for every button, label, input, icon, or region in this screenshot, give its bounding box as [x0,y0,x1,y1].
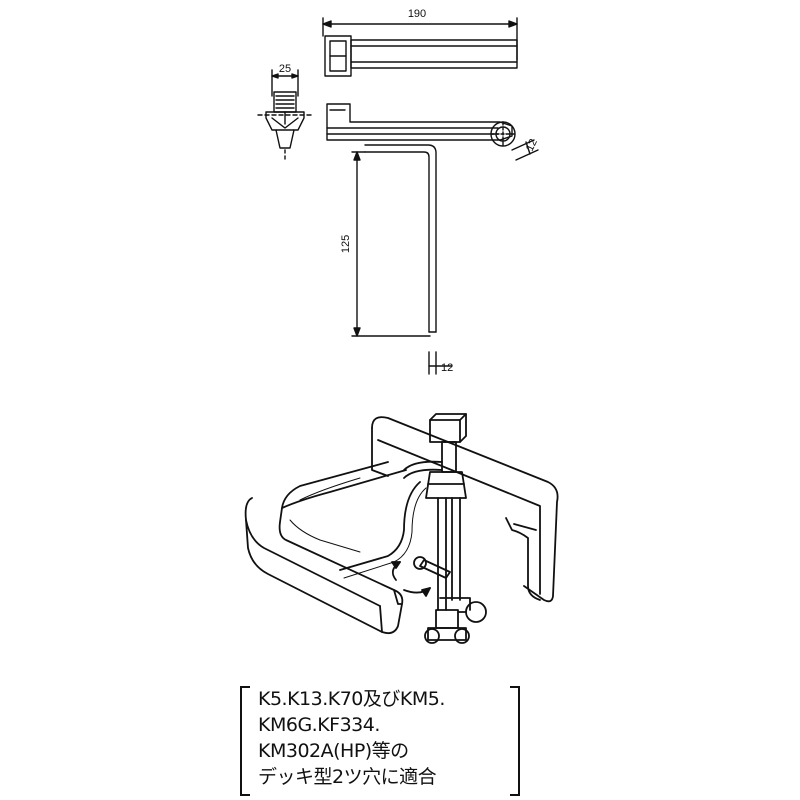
top-view [322,17,518,77]
note-line-2: KM6G.KF334. [258,714,380,736]
front-view [326,103,539,161]
bent-rod-view [351,144,453,375]
note-right-bracket [510,686,520,796]
note-text: K5.K13.K70及びKM5. KM6G.KF334. KM302A(HP)等… [258,686,508,790]
basin-illustration [244,413,559,644]
dimension-label-25: 25 [279,63,291,75]
dimension-label-12-side: 12 [524,137,540,153]
note-left-bracket [240,686,250,796]
dimension-label-12-bottom: 12 [441,362,453,374]
dimension-label-125: 125 [340,235,352,253]
note-line-4: デッキ型2ツ穴に適合 [258,766,437,788]
dimension-label-190: 190 [408,8,426,20]
note-line-3: KM302A(HP)等の [258,740,409,762]
note-line-1: K5.K13.K70及びKM5. [258,688,445,710]
side-view [257,69,313,161]
compatibility-note: K5.K13.K70及びKM5. KM6G.KF334. KM302A(HP)等… [240,682,520,798]
